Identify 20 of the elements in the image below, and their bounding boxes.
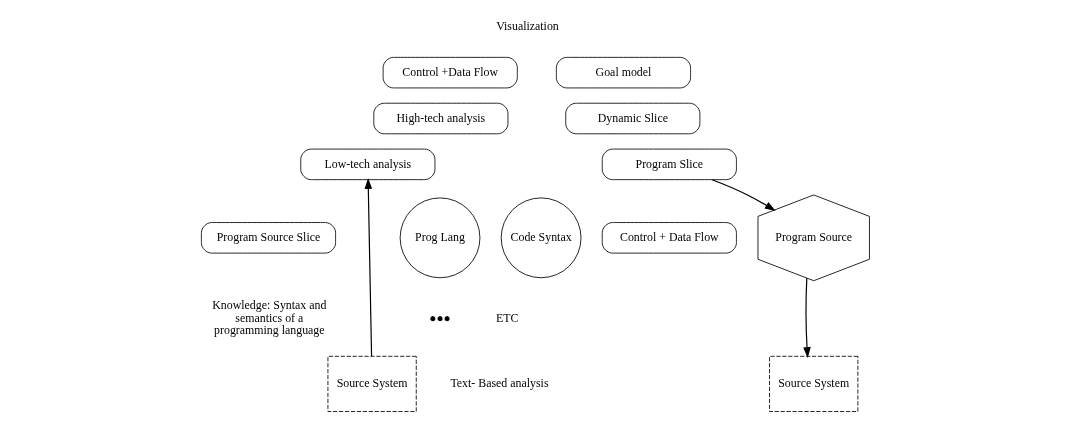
node-box: Program Slice — [601, 148, 737, 181]
node-box: Goal model — [555, 56, 691, 89]
arrow — [364, 178, 372, 357]
label: ETC — [495, 310, 518, 325]
arrow — [802, 277, 811, 358]
label: Visualization — [495, 18, 559, 33]
label: Text- Based analysis — [449, 376, 549, 391]
node-box: Control +Data Flow — [382, 56, 518, 89]
node-box: Program Source Slice — [200, 222, 336, 254]
arrow — [711, 179, 776, 211]
node-box: High-tech analysis — [372, 102, 508, 135]
node-box: Source System — [327, 355, 417, 412]
node-circle: Code Syntax — [500, 197, 581, 279]
node-circle: Prog Lang — [399, 197, 480, 279]
node-box: Dynamic Slice — [564, 102, 700, 135]
node-box: Source System — [768, 355, 858, 412]
label: Knowledge: Syntax and semantics of a programming language — [211, 297, 326, 338]
label: ●●● — [428, 310, 451, 325]
node-box: Low-tech analysis — [299, 148, 435, 181]
node-box: Control + Data Flow — [601, 222, 737, 254]
